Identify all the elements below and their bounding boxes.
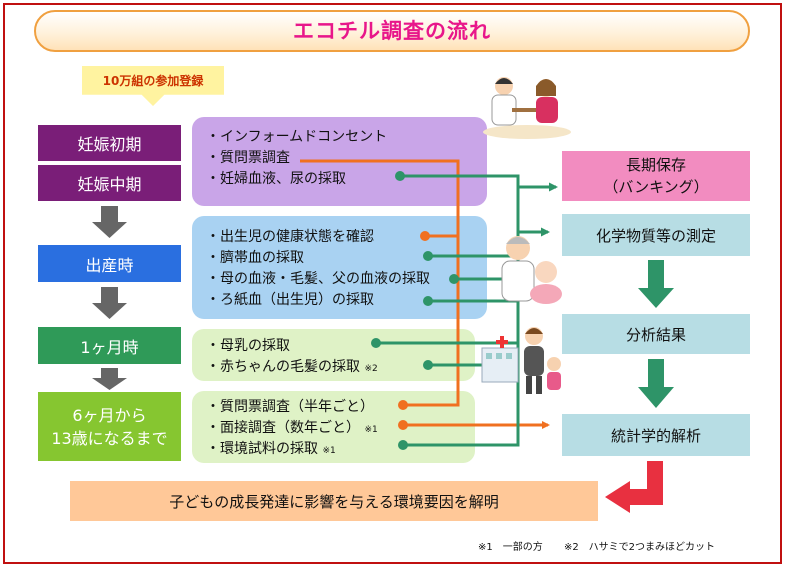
- pregnancy-item-questionnaire: ・質問票調査: [206, 150, 290, 166]
- green-dots: [371, 171, 459, 450]
- outcome-arrow-1: [638, 260, 674, 308]
- stage-birth: 出産時: [38, 245, 181, 282]
- outcome-analysis-results: 分析結果: [562, 314, 750, 354]
- birth-item-cord-blood: ・臍帯血の採取: [206, 250, 304, 266]
- family-illustration: [481, 327, 561, 394]
- panel-one-month-activities: ・母乳の採取 ・赤ちゃんの毛髪の採取 ※2: [192, 329, 475, 381]
- later-item-environment: ・環境試料の採取 ※1: [206, 439, 475, 460]
- panel-later-activities: ・質問票調査（半年ごと） ・面接調査（数年ごと） ※1 ・環境試料の採取 ※1: [192, 391, 475, 463]
- later-item-environment-note: ※1: [322, 446, 336, 456]
- outcome-statistical-analysis: 統計学的解析: [562, 414, 750, 456]
- later-item-interview: ・面接調査（数年ごと） ※1: [206, 418, 475, 439]
- later-item-interview-note: ※1: [364, 425, 378, 435]
- later-item-environment-text: ・環境試料の採取: [206, 441, 318, 457]
- stage-one-month: 1ヶ月時: [38, 327, 181, 364]
- diagram-title: エコチル調査の流れ: [34, 10, 750, 52]
- stage-six-months-to-13: 6ヶ月から 13歳になるまで: [38, 392, 181, 461]
- month1-item-baby-hair-text: ・赤ちゃんの毛髪の採取: [206, 359, 360, 375]
- birth-item-blood-spot: ・ろ紙血（出生児）の採取: [206, 292, 374, 308]
- diagram-frame: [3, 3, 782, 564]
- orange-connectors: [300, 159, 550, 429]
- month1-item-baby-hair: ・赤ちゃんの毛髪の採取 ※2: [206, 357, 475, 378]
- stage-later-line2: 13歳になるまで: [51, 428, 168, 448]
- storage-line2: （バンキング）: [603, 178, 709, 196]
- stage-mid-pregnancy: 妊娠中期: [38, 165, 181, 201]
- outcome-long-term-storage: 長期保存 （バンキング）: [562, 151, 750, 201]
- stage-arrow-2: [92, 287, 127, 319]
- storage-line1: 長期保存: [625, 156, 686, 174]
- month1-item-breast-milk: ・母乳の採取: [206, 338, 290, 354]
- consultation-illustration: [483, 77, 571, 139]
- conclusion-box: 子どもの成長発達に影響を与える環境要因を解明: [70, 481, 598, 521]
- birth-item-health-check: ・出生児の健康状態を確認: [206, 229, 374, 245]
- stage-arrow-3: [92, 368, 127, 390]
- outcome-chemical-measurement: 化学物質等の測定: [562, 214, 750, 256]
- footnotes: ※1 一部の方 ※2 ハサミで2つまみほどカット: [478, 538, 733, 553]
- later-item-interview-text: ・面接調査（数年ごと）: [206, 420, 360, 436]
- later-item-questionnaire: ・質問票調査（半年ごと）: [206, 399, 374, 415]
- orange-dots: [398, 231, 430, 430]
- pregnancy-item-consent: ・インフォームドコンセント: [206, 129, 388, 145]
- conclusion-arrow: [605, 461, 663, 513]
- birth-item-parent-samples: ・母の血液・毛髪、父の血液の採取: [206, 271, 430, 287]
- stage-later-line1: 6ヶ月から: [72, 405, 147, 425]
- month1-item-baby-hair-note: ※2: [364, 364, 378, 374]
- footnote-2: ※2 ハサミで2つまみほどカット: [563, 542, 716, 553]
- footnote-1: ※1 一部の方: [478, 542, 543, 553]
- baby-checkup-illustration: [501, 236, 562, 304]
- outcome-arrow-2: [638, 359, 674, 408]
- stage-arrow-1: [92, 206, 127, 238]
- pregnancy-item-blood-urine: ・妊婦血液、尿の採取: [206, 171, 346, 187]
- stage-early-pregnancy: 妊娠初期: [38, 125, 181, 161]
